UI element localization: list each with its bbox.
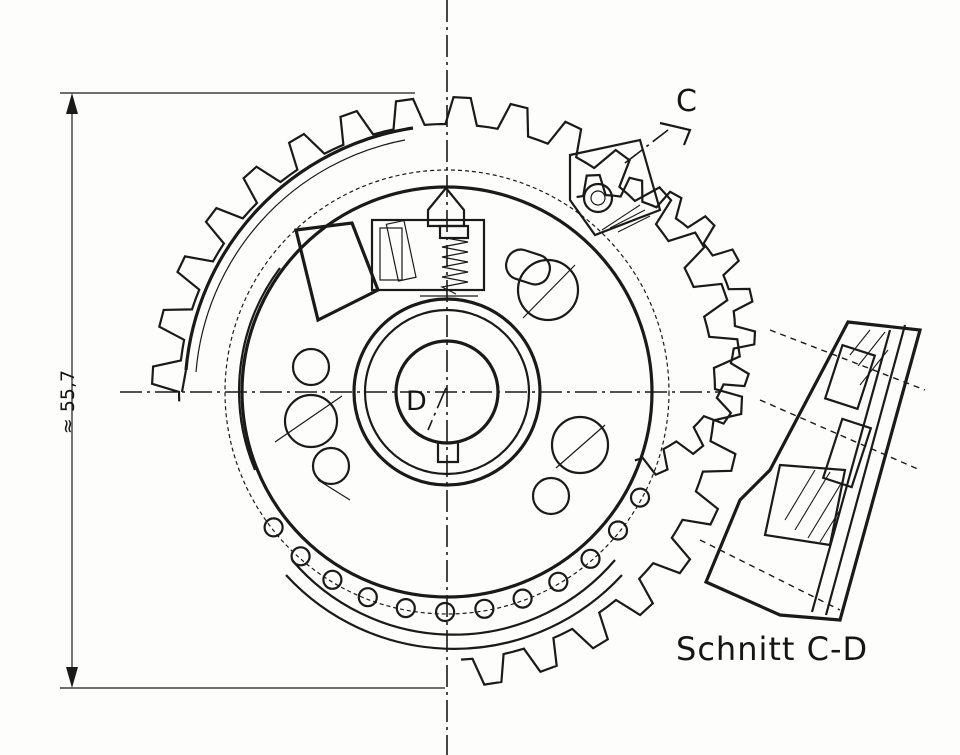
bearing-ball (474, 598, 495, 619)
section-arrow-label: C (676, 84, 697, 119)
pins-holes (274, 248, 610, 516)
small-gear-outline (576, 173, 757, 477)
pawl-spring (420, 186, 478, 297)
main-disc (224, 169, 670, 615)
large-gear-outline (150, 95, 744, 686)
bearing-ball (548, 571, 569, 592)
hub (352, 297, 542, 487)
bearing-ball (512, 588, 533, 609)
bearing-ball (290, 546, 311, 567)
section-detail-top (568, 121, 692, 237)
dimension-label: ≈ 55,7 (57, 369, 79, 435)
housing-arc (180, 126, 414, 393)
dimension-line (60, 92, 445, 689)
ball-bearing-row (263, 487, 651, 650)
section-point-label: D (406, 386, 427, 417)
bearing-ball (580, 548, 601, 569)
bearing-ball (629, 487, 651, 508)
section-title: Schnitt C-D (676, 630, 869, 668)
bearing-ball (395, 597, 416, 619)
bearing-ball (263, 517, 284, 538)
bearing-ball (607, 520, 629, 541)
section-line-d (427, 387, 447, 431)
bearing-ball (322, 569, 343, 590)
center-lines (120, 0, 720, 755)
bearing-ball (357, 587, 378, 608)
bearing-ball (435, 601, 456, 623)
side-section (699, 320, 926, 622)
